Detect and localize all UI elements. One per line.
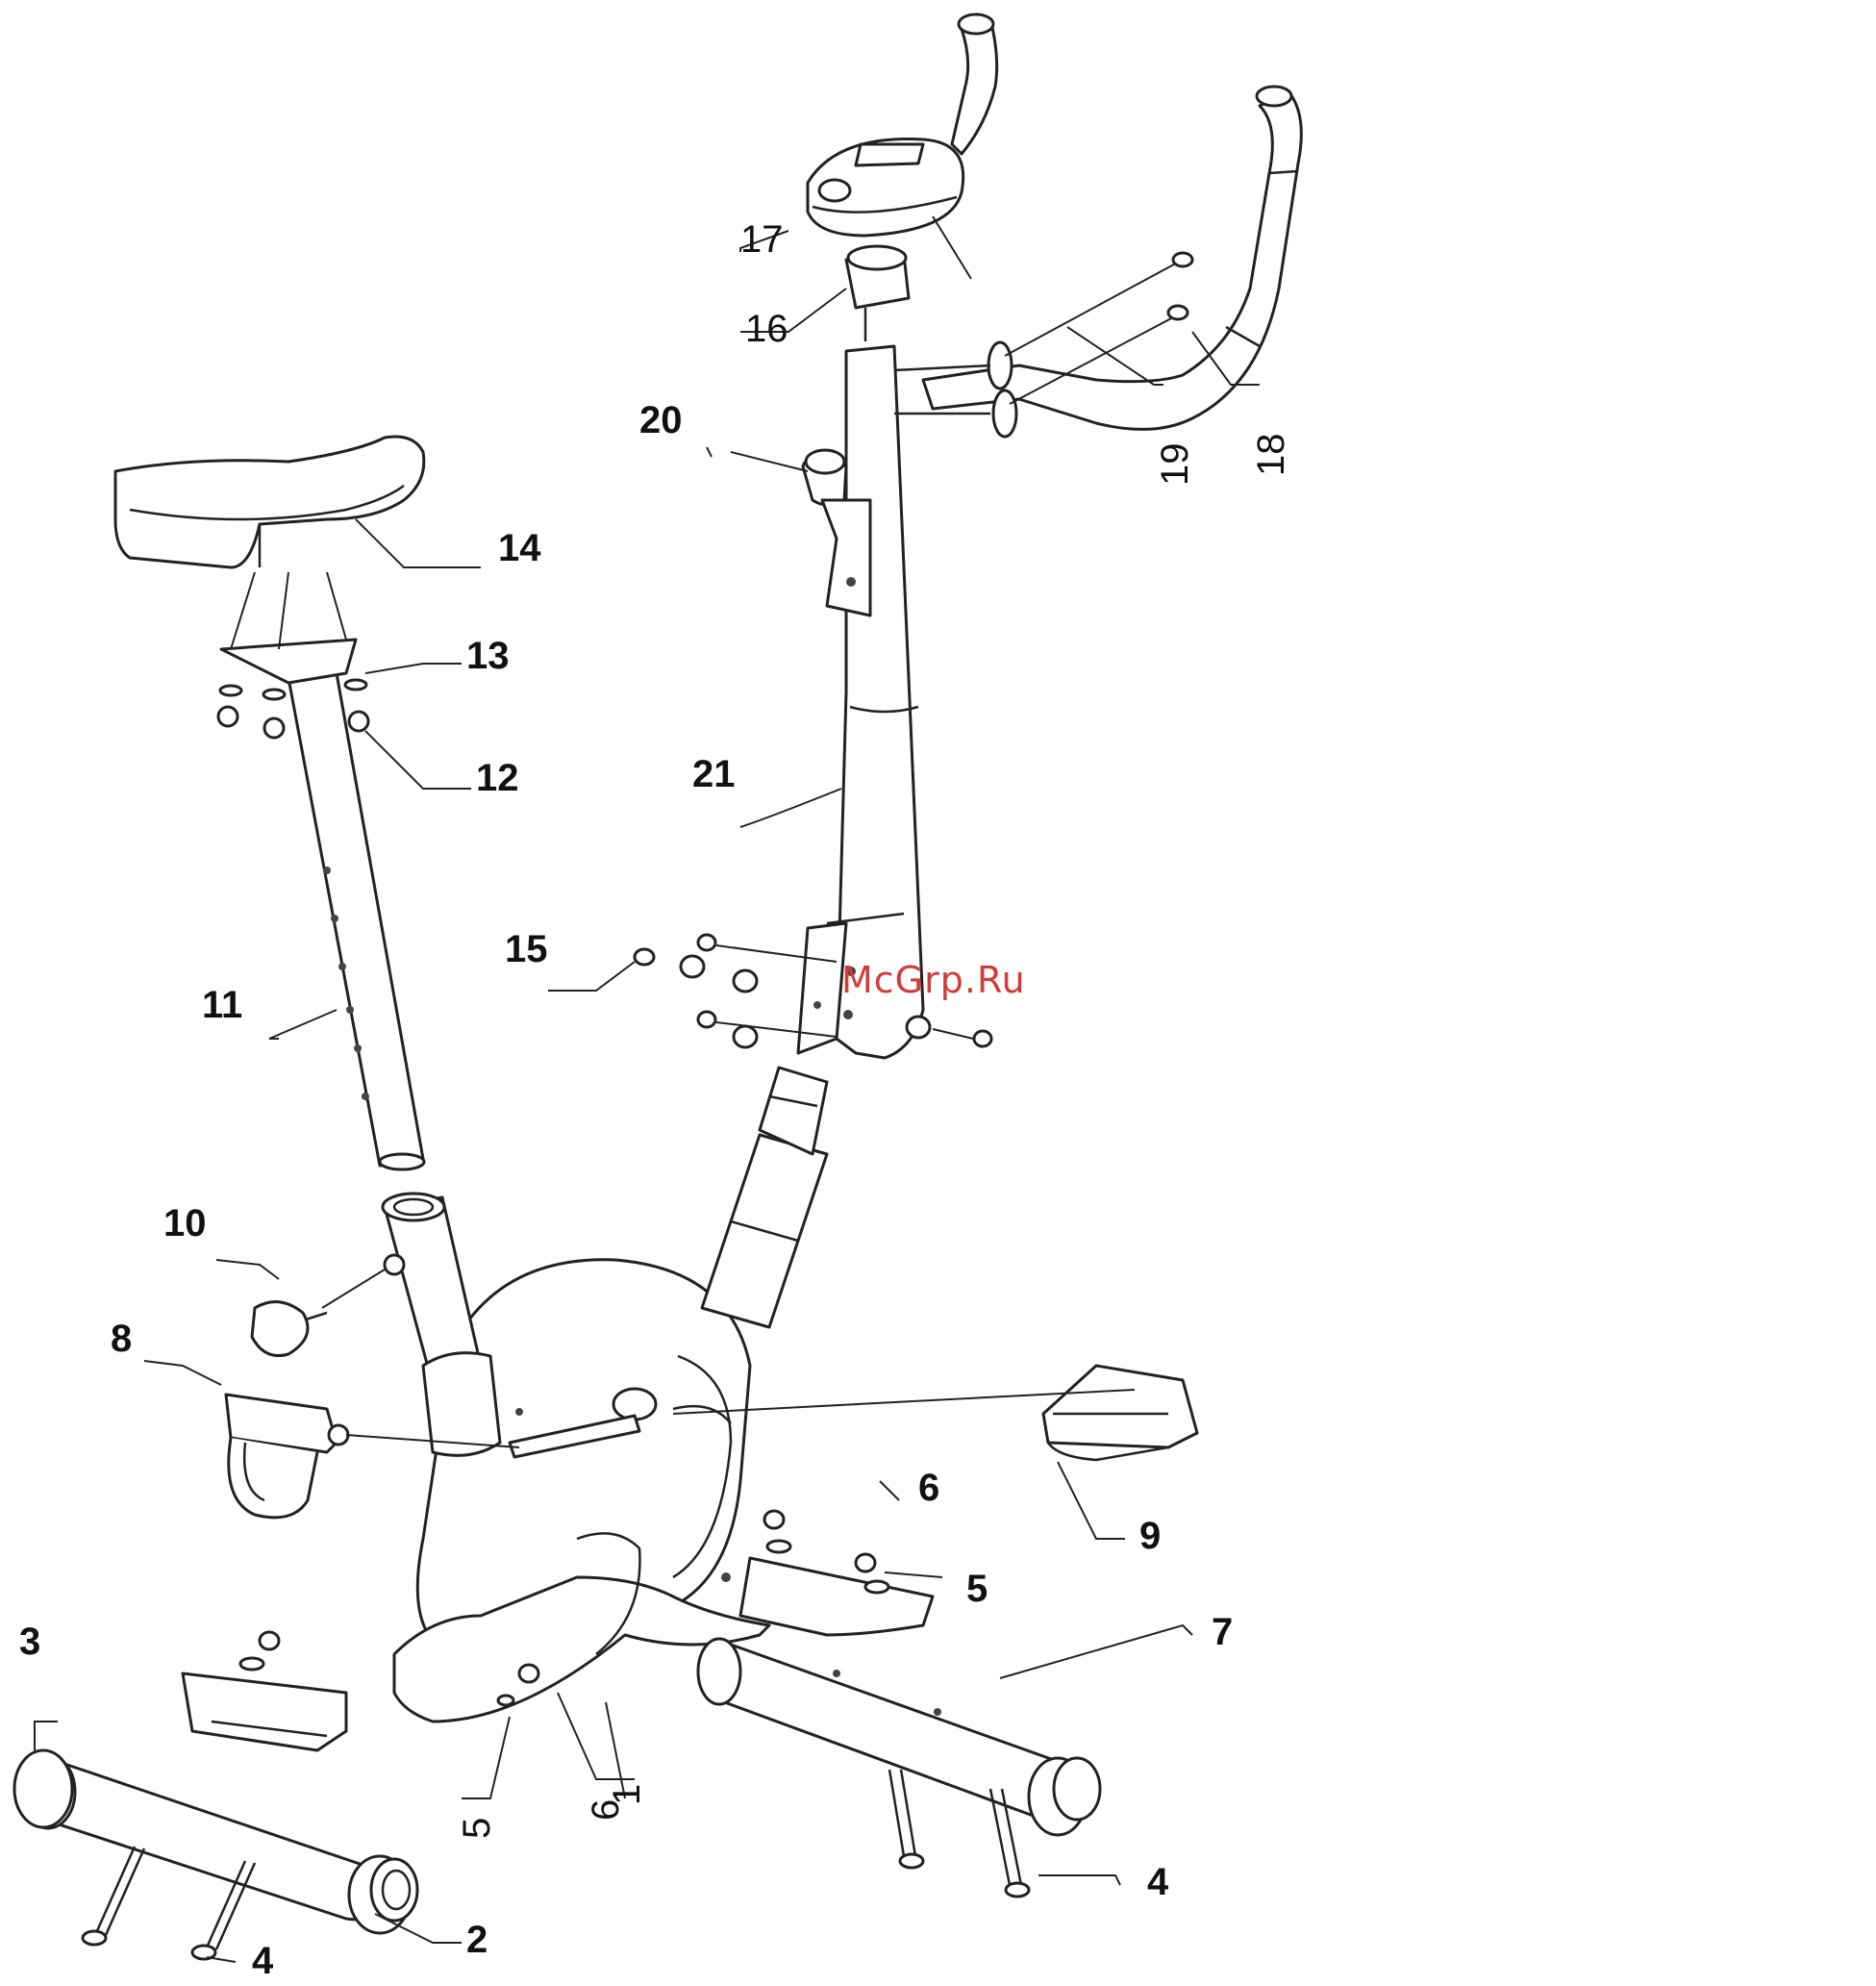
- rear-end-cap: [1029, 1758, 1100, 1835]
- callout-21: 21: [692, 753, 736, 795]
- callout-label-2: 2: [466, 1919, 488, 1961]
- callout-label-4-left: 4: [252, 1940, 274, 1981]
- callout-label-18: 18: [1250, 434, 1292, 477]
- callout-label-7: 7: [1212, 1611, 1233, 1653]
- callout-label-6-right: 6: [918, 1467, 939, 1509]
- seat-post: [288, 673, 424, 1169]
- callout-15: 15: [505, 928, 548, 970]
- callout-label-4-right: 4: [1147, 1861, 1169, 1903]
- callout-label-3: 3: [19, 1621, 40, 1663]
- callout-12: 12: [476, 757, 519, 799]
- main-frame: [383, 1135, 933, 1722]
- callout-labels-final: 9 6 5 7 4 3 2 4 1 6 5 19 18: [19, 434, 1292, 1982]
- handlebar-bolts: [1168, 253, 1192, 319]
- callout-label-5-right: 5: [966, 1568, 988, 1610]
- seat-mounting-plate: [221, 572, 356, 683]
- seat: [115, 437, 424, 567]
- rear-stabilizer: [698, 1639, 1100, 1835]
- callout-8: 8: [111, 1318, 132, 1360]
- callout-label-19: 19: [1154, 443, 1196, 487]
- callout-label-6-left: 6: [585, 1799, 627, 1821]
- frame-nut-and-washer: [764, 1511, 790, 1552]
- callout-label-5-left: 5: [456, 1818, 498, 1839]
- callout-13: 13: [466, 635, 510, 677]
- right-pedal: [673, 1366, 1197, 1460]
- callout-10: 10: [163, 1202, 207, 1244]
- callout-16: 16: [745, 308, 788, 350]
- tension-knob: [252, 1255, 404, 1356]
- callout-label-9: 9: [1139, 1515, 1161, 1557]
- console-bracket: [846, 246, 909, 341]
- front-stabilizer: [14, 1673, 417, 1933]
- callout-11: 11: [202, 984, 242, 1026]
- callout-17: 17: [740, 218, 784, 261]
- callout-14: 14: [498, 527, 541, 569]
- front-end-cap-right: [349, 1856, 417, 1933]
- watermark: McGrp.Ru: [841, 959, 1026, 1001]
- callout-20: 20: [639, 399, 683, 441]
- front-end-cap-left: [14, 1750, 72, 1827]
- handlebar: [894, 14, 1301, 437]
